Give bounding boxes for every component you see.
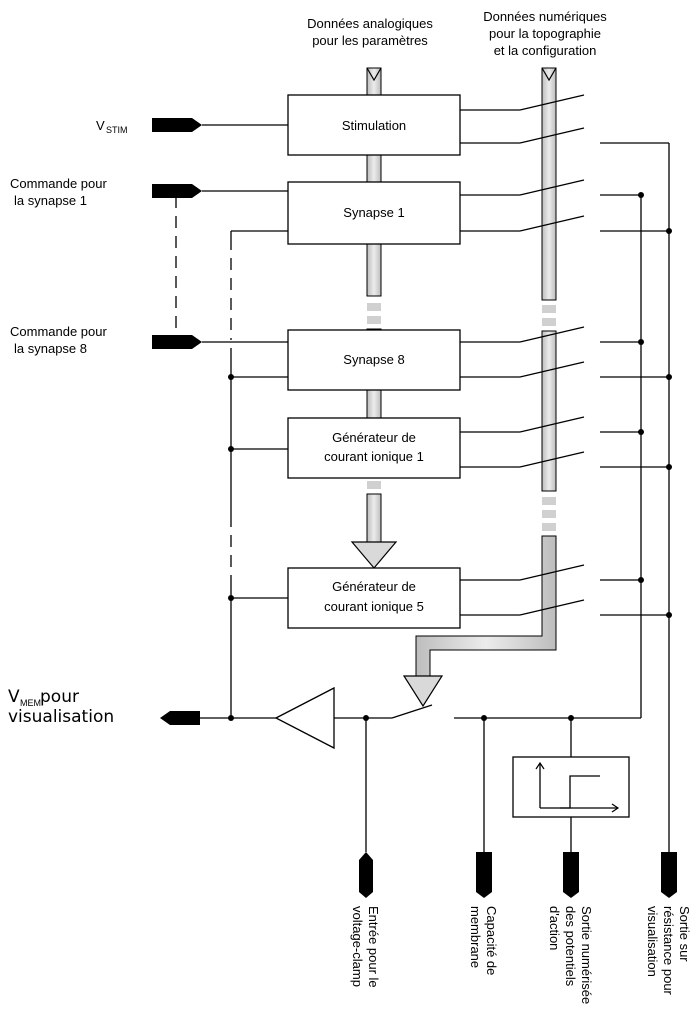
- svg-text:visualisation: visualisation: [645, 906, 660, 977]
- digital-bus: [402, 67, 557, 708]
- synapse1-block: Synapse 1: [287, 181, 461, 245]
- ion-current-generator5-block: Générateur de courant ionique 5: [287, 567, 461, 629]
- right-rails: [600, 142, 670, 852]
- svg-text:Données analogiques: Données analogiques: [307, 16, 433, 31]
- svg-text:courant ionique 1: courant ionique 1: [324, 449, 424, 464]
- membrane-output-line: [200, 686, 641, 750]
- svg-text:pour la topographie: pour la topographie: [489, 26, 601, 41]
- ion-current-generator1-block: Générateur de courant ionique 1: [287, 417, 461, 479]
- svg-text:la synapse 8: la synapse 8: [14, 341, 87, 356]
- svg-text:Capacité de: Capacité de: [484, 906, 499, 975]
- cmd-synapse1-connector: Commande pour la synapse 1: [10, 176, 288, 208]
- spike-output-connector: [563, 852, 579, 898]
- svg-text:pour: pour: [40, 687, 79, 707]
- config-switches: [460, 94, 672, 618]
- svg-text:membrane: membrane: [468, 906, 483, 968]
- svg-text:Données numériques: Données numériques: [483, 9, 607, 24]
- vstim-connector: V STIM: [96, 118, 288, 135]
- analog-bus-label: Données analogiques pour les paramètres: [307, 16, 433, 48]
- svg-text:Générateur de: Générateur de: [332, 579, 416, 594]
- svg-text:Sortie sur: Sortie sur: [677, 906, 692, 962]
- membrane-capacity-connector: [476, 718, 492, 898]
- svg-text:Commande pour: Commande pour: [10, 176, 107, 191]
- voltage-clamp-connector: [359, 718, 373, 898]
- svg-text:Synapse 8: Synapse 8: [343, 352, 404, 367]
- svg-text:voltage-clamp: voltage-clamp: [350, 906, 365, 987]
- voltage-clamp-switch: [391, 704, 433, 719]
- svg-text:et la configuration: et la configuration: [494, 43, 597, 58]
- spike-output-label: Sortie numérisée des potentiels d'action: [547, 906, 594, 1004]
- svg-text:Commande pour: Commande pour: [10, 324, 107, 339]
- svg-text:courant ionique 5: courant ionique 5: [324, 599, 424, 614]
- stimulation-block: Stimulation: [287, 94, 461, 156]
- synapse8-block: Synapse 8: [287, 329, 461, 391]
- voltage-clamp-label: Entrée pour le voltage-clamp: [350, 906, 381, 988]
- svg-text:d'action: d'action: [547, 906, 562, 950]
- svg-text:V: V: [8, 687, 20, 707]
- svg-text:Entrée pour le: Entrée pour le: [366, 906, 381, 988]
- buffer-amplifier: [274, 686, 335, 750]
- cmd-synapse8-connector: Commande pour la synapse 8: [10, 324, 288, 356]
- svg-text:des potentiels: des potentiels: [563, 906, 578, 987]
- svg-text:pour les paramètres: pour les paramètres: [312, 33, 428, 48]
- svg-text:Générateur de: Générateur de: [332, 430, 416, 445]
- digital-bus-label: Données numériques pour la topographie e…: [483, 9, 607, 58]
- vmem-connector: V MEM pour visualisation: [8, 687, 200, 727]
- membrane-left-rail: [228, 230, 288, 721]
- spike-detector-box: [512, 718, 630, 852]
- svg-text:visualisation: visualisation: [8, 707, 114, 727]
- svg-text:V: V: [96, 118, 105, 133]
- svg-text:STIM: STIM: [106, 125, 128, 135]
- resistance-output-label: Sortie sur résistance pour visualisation: [645, 906, 692, 996]
- svg-text:Synapse 1: Synapse 1: [343, 205, 404, 220]
- svg-text:la synapse 1: la synapse 1: [14, 193, 87, 208]
- svg-text:résistance pour: résistance pour: [661, 906, 676, 996]
- svg-text:Sortie numérisée: Sortie numérisée: [579, 906, 594, 1004]
- resistance-output-connector: [661, 852, 677, 898]
- svg-text:MEM: MEM: [20, 698, 41, 708]
- capacity-label: Capacité de membrane: [468, 906, 499, 975]
- svg-text:Stimulation: Stimulation: [342, 118, 406, 133]
